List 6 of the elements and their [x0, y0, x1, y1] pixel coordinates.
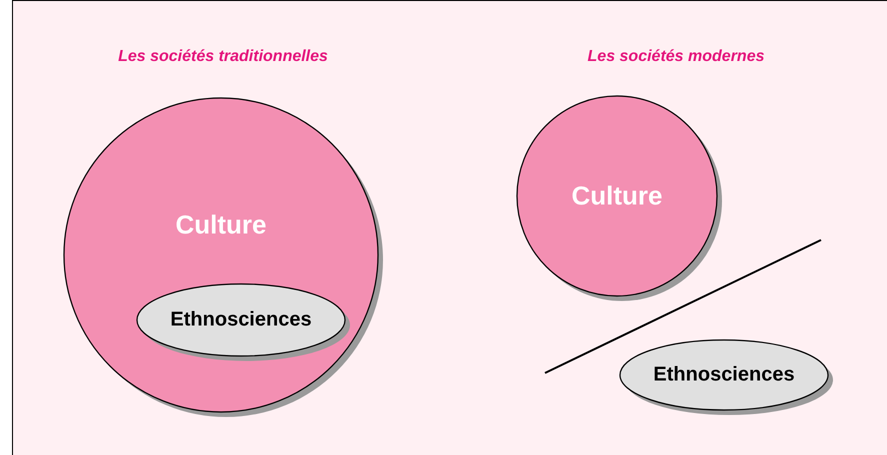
shape-label: Culture — [572, 180, 662, 212]
section-heading: Les sociétés traditionnelles — [118, 48, 328, 66]
shape-label: Ethnosciences — [653, 364, 795, 386]
shape-label: Ethnosciences — [170, 308, 312, 332]
shape-label: Culture — [176, 210, 266, 240]
section-heading: Les sociétés modernes — [588, 48, 764, 66]
